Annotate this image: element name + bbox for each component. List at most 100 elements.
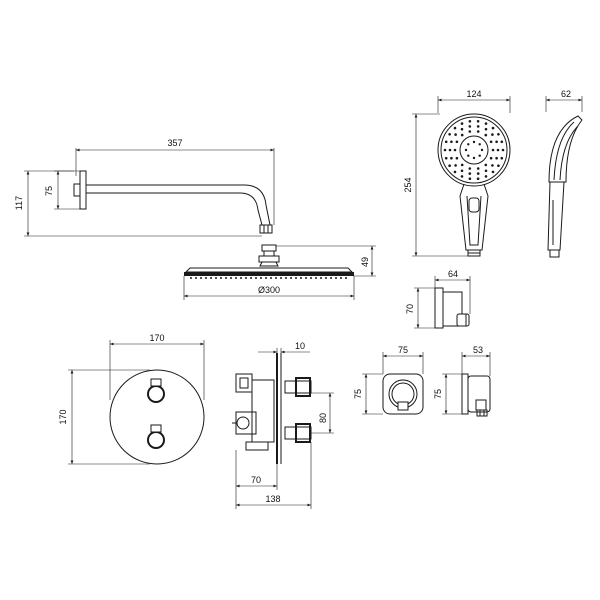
spray-hole — [484, 175, 488, 178]
shower-arm-view: 357 117 75 — [14, 138, 275, 237]
arm-tube-bottom — [86, 192, 263, 226]
valve-upper-knob — [284, 380, 312, 394]
spray-hole — [476, 120, 480, 123]
dim-head-diameter-label: Ø300 — [258, 285, 280, 295]
dim-arm-flange-label: 75 — [44, 186, 54, 196]
lower-knob — [147, 431, 165, 449]
spray-hole — [476, 125, 480, 128]
arm-wall-plate — [79, 170, 87, 210]
valve-top-outlet — [235, 373, 253, 393]
spray-hole — [484, 127, 488, 131]
spray-hole — [484, 169, 488, 173]
spray-hole — [500, 156, 504, 160]
outlet-side-body — [467, 375, 491, 413]
holder-view: 64 70 — [405, 269, 471, 329]
outlet-side-nipple — [476, 409, 488, 417]
valve-body — [251, 379, 275, 443]
spray-hole — [454, 164, 457, 167]
valve-plate-front: 170 170 — [58, 333, 205, 465]
valve-lower-knob — [284, 426, 312, 440]
spray-hole — [468, 130, 472, 133]
outlet-side-plate — [461, 373, 469, 415]
spray-hole — [443, 148, 447, 152]
spray-hole — [476, 172, 480, 175]
spray-hole — [450, 156, 453, 160]
spray-hole — [460, 163, 464, 167]
handset-spray-holes — [443, 120, 505, 180]
spray-hole — [484, 122, 488, 125]
handset-side-handle — [547, 181, 565, 251]
spray-hole — [468, 172, 472, 175]
spray-hole — [484, 163, 488, 167]
upper-knob — [147, 385, 165, 403]
dim-outlet-width-label: 75 — [398, 345, 408, 355]
dim-valve-depth-label: 10 — [295, 341, 305, 351]
handset-side-view: 62 — [545, 89, 583, 258]
spray-hole — [472, 140, 476, 144]
spray-hole — [448, 164, 451, 167]
dim-handset-side-label: 62 — [561, 89, 571, 99]
spray-hole — [453, 126, 457, 130]
spray-hole — [472, 156, 476, 160]
wall-outlet-front: 75 75 — [353, 345, 424, 415]
handset-side-connector — [549, 249, 560, 258]
spray-hole — [496, 148, 500, 152]
handset-button — [468, 197, 480, 213]
dim-plate-height-label: 170 — [58, 409, 68, 424]
spray-hole — [495, 156, 498, 160]
spray-hole — [476, 167, 480, 170]
dim-arm-height-label: 117 — [14, 196, 24, 210]
handset-head-outer — [437, 113, 511, 187]
spray-hole — [484, 133, 488, 137]
head-plate — [184, 272, 354, 276]
spray-hole — [453, 148, 457, 152]
spray-hole — [448, 148, 452, 152]
spray-hole — [467, 154, 470, 157]
arm-flange — [73, 183, 81, 197]
spray-hole — [467, 143, 470, 146]
spray-hole — [476, 130, 480, 133]
head-connector — [261, 244, 277, 252]
spray-hole — [495, 140, 498, 144]
spray-hole — [460, 175, 464, 178]
spray-hole — [468, 167, 472, 170]
holder-plate — [434, 287, 444, 329]
spray-hole — [491, 164, 494, 167]
spray-hole — [468, 125, 472, 128]
spray-hole — [450, 140, 453, 144]
handset-center-ring — [459, 135, 489, 165]
spray-hole — [460, 127, 464, 131]
spray-hole — [468, 120, 472, 123]
spray-hole — [491, 126, 495, 130]
spray-hole — [468, 177, 472, 180]
dim-arm-length-label: 357 — [167, 138, 182, 148]
spray-hole — [478, 143, 481, 146]
dim-valve-total-label: 138 — [265, 494, 280, 504]
spray-hole — [464, 148, 468, 152]
dim-handset-width-label: 124 — [466, 89, 481, 99]
holder-clip — [456, 313, 470, 327]
arm-tube-top — [86, 184, 271, 226]
spray-hole — [491, 148, 495, 152]
valve-lower-inlet — [235, 411, 257, 435]
dim-holder-height-label: 70 — [405, 304, 415, 314]
spray-hole — [444, 140, 448, 144]
valve-side-view: 10 80 70 138 — [232, 341, 334, 509]
spray-hole — [460, 133, 464, 137]
spray-hole — [460, 169, 464, 173]
dim-valve-body-label: 70 — [251, 475, 261, 485]
spray-hole — [478, 154, 481, 157]
spray-hole — [444, 156, 448, 160]
handset-side-head — [548, 115, 583, 183]
spray-hole — [455, 140, 459, 144]
dim-outlet-side-height-label: 75 — [433, 389, 443, 399]
spray-hole — [489, 140, 493, 144]
spray-hole — [460, 122, 464, 125]
spray-hole — [476, 177, 480, 180]
dim-holder-width-label: 64 — [448, 269, 458, 279]
holder-body — [443, 291, 467, 327]
shower-head-view: Ø300 49 — [183, 244, 376, 300]
head-plate-top — [184, 267, 354, 273]
spray-hole — [453, 170, 457, 174]
